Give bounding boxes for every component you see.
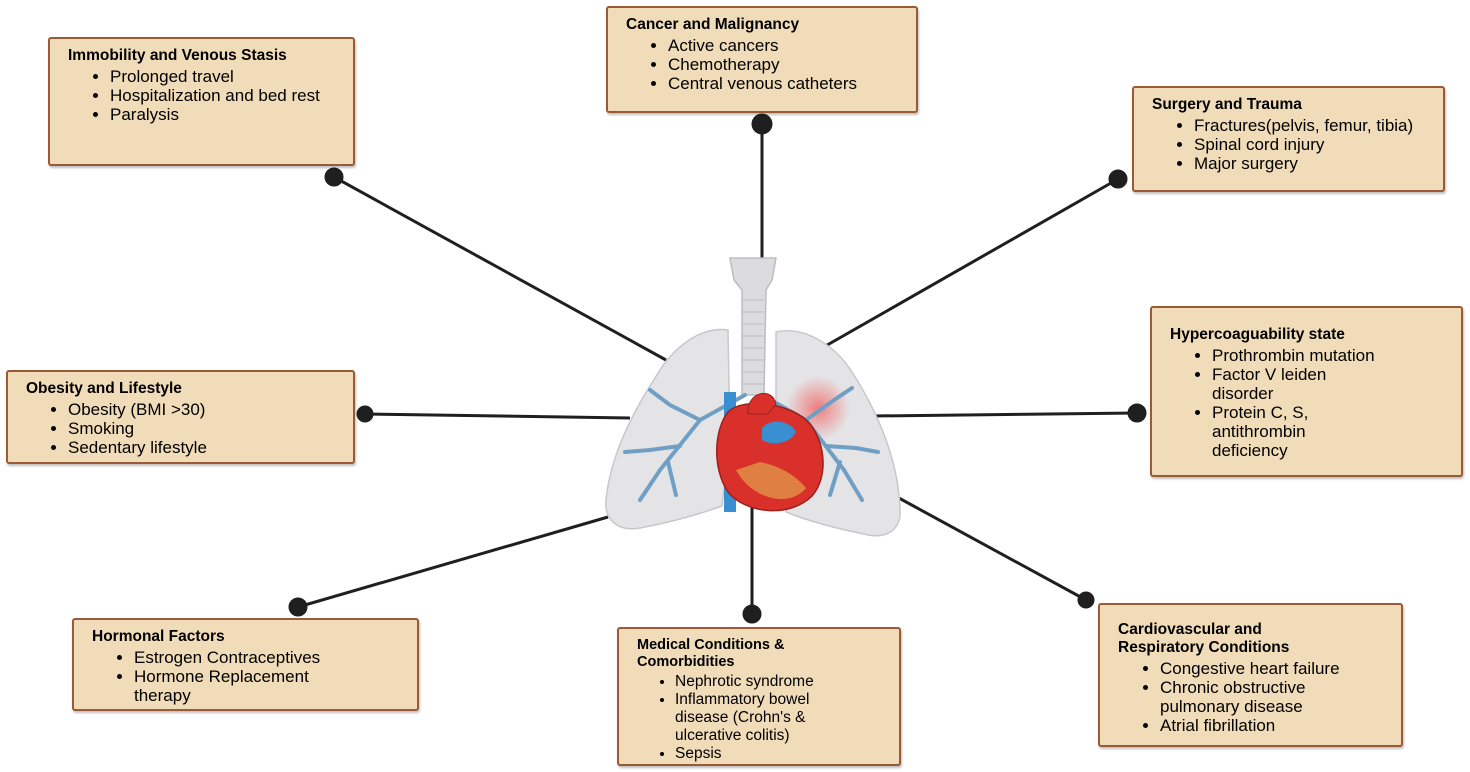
list-item: Hospitalization and bed rest xyxy=(110,86,343,105)
risk-box-immobility: Immobility and Venous Stasis Prolonged t… xyxy=(48,37,355,166)
list-item: Inflammatory bowel disease (Crohn's & ul… xyxy=(675,691,860,745)
box-title: Cardiovascular and Respiratory Condition… xyxy=(1118,621,1290,656)
risk-box-cancer: Cancer and Malignancy Active cancers Che… xyxy=(606,6,918,113)
list-item: Active cancers xyxy=(668,36,906,55)
bullet-list: Fractures(pelvis, femur, tibia) Spinal c… xyxy=(1152,116,1433,173)
box-title: Medical Conditions & Comorbidities xyxy=(637,637,785,670)
connector-cardio xyxy=(896,495,1087,602)
list-item: Atrial fibrillation xyxy=(1160,716,1391,735)
connector-dot-hormonal xyxy=(288,597,308,617)
connector-obesity xyxy=(364,412,631,420)
list-item: Sedentary lifestyle xyxy=(68,438,343,457)
connector-hormonal xyxy=(297,515,609,609)
box-title: Cancer and Malignancy xyxy=(626,16,800,33)
connector-immobility xyxy=(333,175,667,362)
box-title: Immobility and Venous Stasis xyxy=(68,47,287,64)
connector-dot-hypercoag xyxy=(1127,403,1147,423)
list-item: Factor V leiden disorder xyxy=(1212,365,1372,403)
list-item: Nephrotic syndrome xyxy=(675,673,889,691)
list-item: Paralysis xyxy=(110,105,343,124)
list-item: Congestive heart failure xyxy=(1160,659,1391,678)
bullet-list: Congestive heart failure Chronic obstruc… xyxy=(1118,659,1391,735)
list-item: Prothrombin mutation xyxy=(1212,346,1451,365)
connector-dot-medical xyxy=(742,604,762,624)
connector-dot-surgery xyxy=(1108,169,1128,189)
connector-dot-cardio xyxy=(1077,591,1095,609)
list-item: Major surgery xyxy=(1194,154,1433,173)
list-item: Prolonged travel xyxy=(110,67,343,86)
list-item: Central venous catheters xyxy=(668,74,906,93)
risk-box-obesity: Obesity and Lifestyle Obesity (BMI >30) … xyxy=(6,370,355,464)
risk-box-cardio: Cardiovascular and Respiratory Condition… xyxy=(1098,603,1403,747)
connector-surgery xyxy=(821,177,1119,350)
connector-hypercoag xyxy=(872,411,1138,418)
list-item: Sepsis xyxy=(675,745,889,763)
left-lung-icon xyxy=(605,328,731,530)
box-title: Surgery and Trauma xyxy=(1152,96,1302,113)
bullet-list: Active cancers Chemotherapy Central veno… xyxy=(626,36,906,93)
trachea-icon xyxy=(729,257,777,396)
box-title: Obesity and Lifestyle xyxy=(26,380,182,397)
connector-dot-cancer xyxy=(751,113,773,135)
list-item: Obesity (BMI >30) xyxy=(68,400,343,419)
list-item: Protein C, S, antithrombin deficiency xyxy=(1212,403,1352,460)
bullet-list: Prothrombin mutation Factor V leiden dis… xyxy=(1170,346,1451,460)
bullet-list: Nephrotic syndrome Inflammatory bowel di… xyxy=(637,673,889,763)
list-item: Smoking xyxy=(68,419,343,438)
bullet-list: Estrogen Contraceptives Hormone Replacem… xyxy=(92,648,407,705)
list-item: Fractures(pelvis, femur, tibia) xyxy=(1194,116,1433,135)
box-title: Hormonal Factors xyxy=(92,628,225,645)
bullet-list: Prolonged travel Hospitalization and bed… xyxy=(68,67,343,124)
risk-box-hypercoag: Hypercoaguability state Prothrombin muta… xyxy=(1150,306,1463,477)
list-item: Spinal cord injury xyxy=(1194,135,1433,154)
list-item: Chemotherapy xyxy=(668,55,906,74)
risk-box-surgery: Surgery and Trauma Fractures(pelvis, fem… xyxy=(1132,86,1445,192)
list-item: Hormone Replacement therapy xyxy=(134,667,364,705)
list-item: Estrogen Contraceptives xyxy=(134,648,407,667)
list-item: Chronic obstructive pulmonary disease xyxy=(1160,678,1350,716)
connector-dot-immobility xyxy=(324,167,344,187)
risk-box-medical: Medical Conditions & Comorbidities Nephr… xyxy=(617,627,901,766)
bullet-list: Obesity (BMI >30) Smoking Sedentary life… xyxy=(26,400,343,457)
risk-box-hormonal: Hormonal Factors Estrogen Contraceptives… xyxy=(72,618,419,711)
connector-dot-obesity xyxy=(356,405,374,423)
box-title: Hypercoaguability state xyxy=(1170,326,1345,343)
